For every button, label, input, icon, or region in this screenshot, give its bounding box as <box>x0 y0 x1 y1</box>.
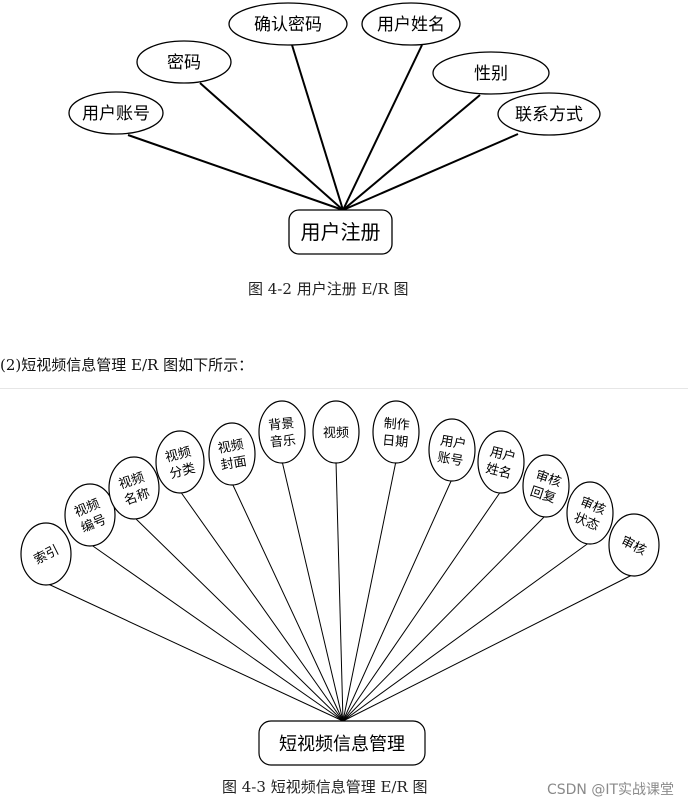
attribute-ellipse <box>258 400 306 464</box>
attribute-node: 用户账号 <box>428 418 476 482</box>
attribute-ellipse <box>361 2 461 46</box>
connector-line <box>291 44 344 211</box>
attribute-label: 确认密码 <box>254 15 322 35</box>
connector-line <box>342 541 591 722</box>
divider-line <box>0 388 688 389</box>
attribute-label: 用户 <box>439 433 467 453</box>
entity-box <box>258 720 426 766</box>
attribute-ellipse <box>68 91 164 135</box>
figure-caption-4-2: 图 4-2 用户注册 E/R 图 <box>248 280 409 298</box>
attribute-label: 背景 <box>268 416 295 433</box>
video-management-er-diagram: 索引视频编号视频名称视频分类视频封面背景音乐视频制作日期用户账号用户姓名审核回复… <box>20 400 660 766</box>
attribute-ellipse <box>20 522 72 586</box>
connector-line <box>231 482 344 722</box>
attribute-label: 用户 <box>488 444 517 466</box>
connector-line <box>342 514 547 722</box>
attribute-node: 审核 <box>608 513 660 577</box>
attribute-label: 音乐 <box>269 432 296 450</box>
attribute-label-group: 用户姓名 <box>484 444 517 482</box>
attribute-label-group: 视频 <box>323 426 349 441</box>
connector-line <box>179 490 344 722</box>
connector-line <box>45 582 344 722</box>
attribute-label: 姓名 <box>484 460 513 482</box>
attribute-label: 分类 <box>168 461 197 482</box>
attribute-label: 账号 <box>436 450 464 469</box>
connector-line <box>342 573 635 722</box>
attribute-ellipse <box>136 40 232 84</box>
attribute-ellipse <box>208 422 256 486</box>
section-intro-text: (2)短视频信息管理 E/R 图如下所示： <box>0 356 254 374</box>
connector-line <box>335 460 344 722</box>
csdn-watermark: CSDN @IT实战课堂 <box>546 782 674 798</box>
connector-line <box>342 478 453 722</box>
attribute-node: 用户姓名 <box>477 430 525 494</box>
attribute-label: 联系方式 <box>515 105 583 125</box>
attribute-label: 名称 <box>122 485 152 509</box>
connector-line <box>89 543 344 722</box>
attribute-label: 视频 <box>323 426 349 441</box>
entity-label: 用户注册 <box>301 220 381 244</box>
connector-line <box>199 82 344 211</box>
attribute-ellipse <box>522 454 570 518</box>
connector-line <box>342 490 502 722</box>
attribute-ellipse <box>64 483 116 547</box>
attribute-node: 视频 <box>312 400 360 464</box>
attribute-ellipse <box>497 92 601 136</box>
attribute-ellipse <box>312 400 360 464</box>
attribute-ellipse <box>608 513 660 577</box>
attribute-label: 密码 <box>167 53 201 73</box>
attribute-label: 性别 <box>474 64 508 84</box>
attribute-ellipse <box>428 418 476 482</box>
connector-line <box>133 516 344 722</box>
attribute-ellipse <box>372 400 420 464</box>
attribute-ellipse <box>108 456 160 520</box>
attribute-label-group: 用户账号 <box>436 433 467 470</box>
attribute-label: 制作 <box>383 416 410 433</box>
attribute-ellipse <box>566 481 614 545</box>
attribute-label: 用户姓名 <box>377 15 445 35</box>
figure-caption-4-3: 图 4-3 短视频信息管理 E/R 图 <box>222 778 428 796</box>
attribute-ellipse <box>228 2 348 46</box>
connector-line <box>342 44 423 211</box>
attribute-label: 封面 <box>220 454 248 473</box>
connector-line <box>342 460 397 722</box>
entity-box <box>288 209 393 255</box>
attribute-node: 索引 <box>20 522 72 586</box>
connector-line <box>342 133 519 211</box>
attribute-ellipse <box>155 430 205 494</box>
connector-line <box>342 94 481 211</box>
entity-label: 短视频信息管理 <box>279 734 405 755</box>
attribute-ellipse <box>477 430 525 494</box>
attribute-label: 日期 <box>382 433 409 450</box>
attribute-label: 用户账号 <box>82 104 150 124</box>
attribute-ellipse <box>432 51 550 95</box>
connector-line <box>127 134 344 211</box>
attribute-label: 视频 <box>164 445 193 466</box>
connector-line <box>281 460 344 722</box>
attribute-label: 视频 <box>217 437 245 456</box>
